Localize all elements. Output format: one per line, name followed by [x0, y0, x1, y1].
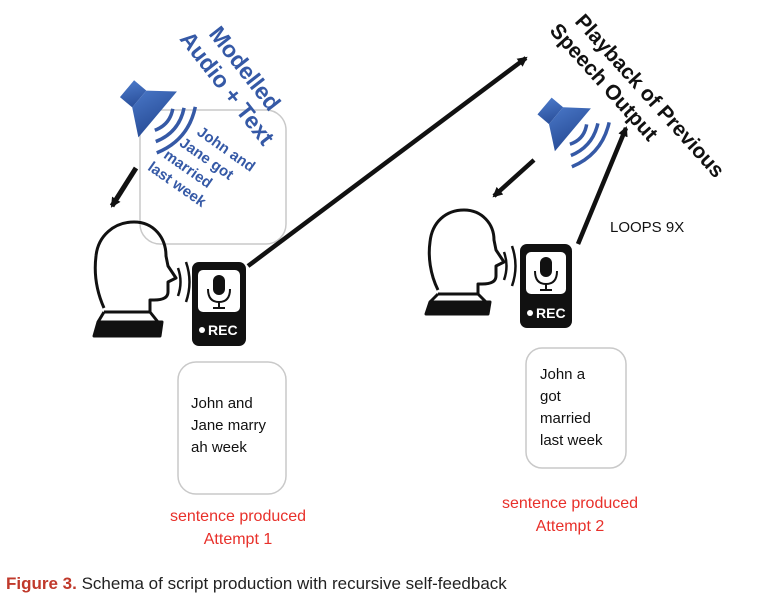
modelled-text-card — [139, 109, 287, 245]
attempt2-text-line: last week — [540, 432, 603, 449]
loop-arrow — [575, 126, 629, 245]
microphone-icon — [534, 257, 558, 291]
attempt1-text-line: Jane marry — [191, 417, 267, 434]
attempt2-number: Attempt 2 — [536, 518, 605, 535]
sound-waves-icon — [176, 261, 191, 303]
caption-text: Schema of script production with recursi… — [76, 574, 507, 593]
record-dot-icon — [199, 327, 205, 333]
attempt2-label: sentence produced — [502, 495, 638, 512]
attempt1-text-line: ah week — [191, 439, 247, 456]
arrow-to-speaker-head — [109, 166, 139, 208]
playback-title: Playback of Previous — [570, 10, 728, 182]
loops-label: LOOPS 9X — [610, 219, 684, 236]
speaking-head-icon — [92, 220, 178, 338]
attempt1-number: Attempt 1 — [204, 531, 273, 548]
speaker-icon — [119, 80, 198, 155]
attempt1-transcript-card — [177, 361, 287, 495]
attempt1-text-line: John and — [191, 395, 253, 412]
attempt2-text-line: John a — [540, 366, 586, 383]
arrow-to-playback — [246, 56, 528, 268]
figure-caption: Figure 3. Schema of script production wi… — [6, 574, 507, 594]
figure-number: Figure 3. — [6, 574, 77, 593]
arrow-to-listener-head — [492, 158, 536, 198]
recorder-device: REC — [192, 262, 246, 346]
record-dot-icon — [527, 310, 533, 316]
attempt2-text-line: got — [540, 388, 562, 405]
recorder-device: REC — [520, 244, 572, 328]
attempt2-text-line: married — [540, 410, 591, 427]
rec-label: REC — [208, 322, 238, 338]
sound-waves-icon — [502, 245, 517, 287]
attempt2-transcript-card — [525, 347, 627, 469]
microphone-icon — [207, 275, 231, 309]
speaking-head-icon — [424, 208, 506, 316]
speaker-icon — [537, 97, 611, 169]
attempt1-label: sentence produced — [170, 508, 306, 525]
rec-label: REC — [536, 305, 566, 321]
